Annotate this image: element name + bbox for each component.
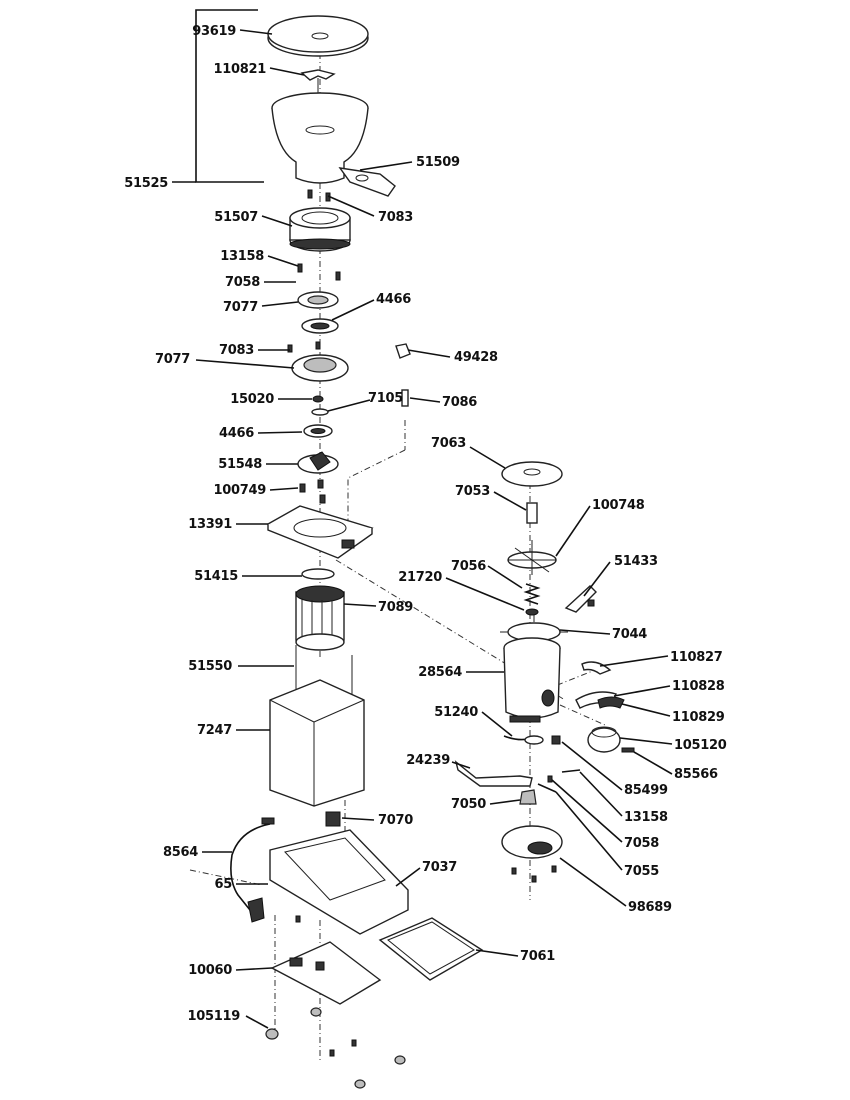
label-100749: 100749 [214,483,267,498]
label-93619: 93619 [192,24,236,39]
part-8564-power-cord [230,817,275,923]
part-93619-lid [267,15,369,57]
part-7055-spring [537,783,557,793]
part-110827-lever [581,661,612,675]
label-85566: 85566 [674,767,718,782]
bracket-51525 [195,9,264,183]
part-105119-feet [265,915,406,1089]
label-28564: 28564 [418,665,462,680]
label-8564: 8564 [163,845,198,860]
label-110827: 110827 [670,650,723,665]
label-51433: 51433 [614,554,658,569]
part-7070-switch [325,811,341,827]
part-105120-knob [587,726,621,753]
label-7247: 7247 [197,723,232,738]
part-4466-bearing-upper [301,318,339,334]
label-7037: 7037 [422,860,457,875]
label-7089: 7089 [378,600,413,615]
part-100748-star [507,540,557,575]
label-4466-lower: 4466 [219,426,254,441]
label-10060: 10060 [188,963,232,978]
label-51240: 51240 [434,705,478,720]
label-7058-lower: 7058 [624,836,659,851]
part-15020-washer [311,395,329,416]
label-7083-lower: 7083 [219,343,254,358]
label-51509: 51509 [416,155,460,170]
part-7058-pin [547,775,553,783]
label-7070: 7070 [378,813,413,828]
part-7061-tray [378,917,484,981]
part-13158-pin [561,769,581,773]
part-110829-arm [597,696,625,709]
part-85566-screw [621,747,635,753]
label-51507: 51507 [214,210,258,225]
label-7086: 7086 [442,395,477,410]
part-98689-gear-plate [501,825,563,883]
label-51525: 51525 [124,176,168,191]
label-85499: 85499 [624,783,668,798]
label-15020: 15020 [230,392,274,407]
part-51548-burr [297,451,339,474]
part-7053-shaft [526,502,538,524]
label-13158-lower: 13158 [624,810,668,825]
label-24239: 24239 [406,753,450,768]
label-110821: 110821 [214,62,267,77]
part-7063-doser-lid [501,461,563,487]
label-7077-upper: 7077 [223,300,258,315]
label-21720: 21720 [398,570,442,585]
label-7083-upper: 7083 [378,210,413,225]
label-7105: 7105 [368,391,403,406]
part-100749-screws [299,479,326,504]
part-10060-circuit-board [270,941,382,1005]
part-7077-bearing-housing [297,291,339,309]
label-51550: 51550 [188,659,232,674]
label-7058-upper: 7058 [225,275,260,290]
part-7089-motor [295,585,345,651]
label-105119: 105119 [188,1009,241,1024]
label-7056: 7056 [451,559,486,574]
part-51507-grind-ring [289,207,351,252]
part-51240-spring [503,735,544,745]
part-51525-hopper [271,92,396,197]
label-65: 65 [215,877,233,892]
label-7050: 7050 [451,797,486,812]
part-51415-gasket [301,568,335,580]
label-7053: 7053 [455,484,490,499]
label-13158-upper: 13158 [220,249,264,264]
part-7050-cam [519,789,537,805]
part-7247-cover [269,679,365,807]
label-105120: 105120 [674,738,727,753]
part-7056-spring [523,583,541,605]
part-4466-bearing-lower [303,424,333,438]
label-110829: 110829 [672,710,725,725]
label-4466-upper: 4466 [376,292,411,307]
label-13391: 13391 [188,517,232,532]
label-100748: 100748 [592,498,645,513]
part-13391-base-plate [266,505,374,559]
part-7077-mount-plate [287,341,349,382]
part-51433-bracket [564,585,597,613]
part-24239-doser-lever [454,760,533,787]
label-98689: 98689 [628,900,672,915]
part-7037-housing [269,829,409,935]
label-7044: 7044 [612,627,647,642]
label-7077-lower: 7077 [155,352,190,367]
label-7063: 7063 [431,436,466,451]
part-21720-washer [525,608,539,616]
part-85499-block [551,735,561,745]
part-labels: 93619 110821 51525 51509 51507 7083 1315… [124,24,727,1024]
label-7055: 7055 [624,864,659,879]
part-28564-doser-body [503,637,561,723]
part-110821-spring-clip [300,69,336,98]
label-7061: 7061 [520,949,555,964]
label-51548: 51548 [218,457,262,472]
label-110828: 110828 [672,679,725,694]
part-49428-adjuster [395,343,411,407]
leader-lines [172,29,673,1029]
label-51415: 51415 [194,569,238,584]
label-49428: 49428 [454,350,498,365]
